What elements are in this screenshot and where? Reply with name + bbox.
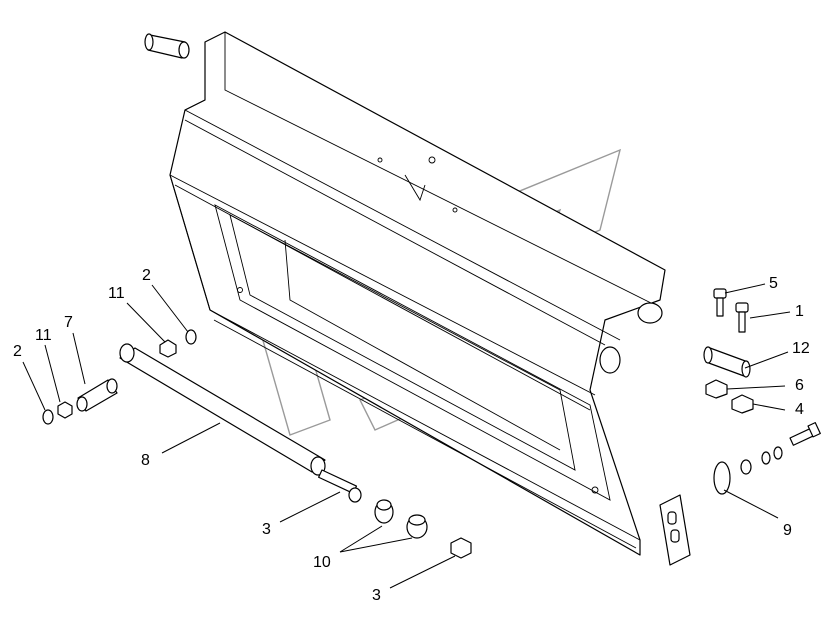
leader-lines xyxy=(22,283,791,589)
washer-small xyxy=(740,459,752,475)
lock-washer xyxy=(761,451,771,465)
spacer-10a xyxy=(374,499,394,524)
rod-8 xyxy=(119,343,362,503)
callout-3-bottom: 3 xyxy=(372,587,381,604)
bolt-5 xyxy=(713,288,727,317)
nut-11-top xyxy=(159,339,177,358)
nut-4 xyxy=(731,394,754,414)
callout-8: 8 xyxy=(141,452,150,469)
callout-9: 9 xyxy=(783,522,792,539)
attachment-frame xyxy=(169,31,691,566)
callout-6: 6 xyxy=(795,377,804,394)
lock-washer-2 xyxy=(773,446,783,460)
bolt-1 xyxy=(735,302,749,333)
washer-2-left xyxy=(42,409,54,425)
callout-7: 7 xyxy=(64,314,73,331)
callout-12: 12 xyxy=(792,340,810,357)
washer-2-top xyxy=(185,329,197,345)
nut-11-left xyxy=(57,401,73,419)
callout-10: 10 xyxy=(313,554,331,571)
callout-11-left: 11 xyxy=(35,327,52,344)
callout-11-top: 11 xyxy=(108,285,125,302)
nut-3 xyxy=(450,537,472,559)
spacer-10b xyxy=(406,514,428,539)
callout-2-left: 2 xyxy=(13,343,22,360)
washer-9 xyxy=(713,461,731,495)
fastener-parts xyxy=(42,33,821,559)
bolt-right xyxy=(789,422,821,446)
callout-3-mid: 3 xyxy=(262,521,271,538)
nut-6 xyxy=(705,379,728,399)
pin-12 xyxy=(703,346,751,378)
callout-1: 1 xyxy=(795,303,804,320)
callout-4: 4 xyxy=(795,401,804,418)
callout-5: 5 xyxy=(769,275,778,292)
callout-2-top: 2 xyxy=(142,267,151,284)
pin-top xyxy=(144,33,190,59)
pin-7 xyxy=(76,378,118,412)
